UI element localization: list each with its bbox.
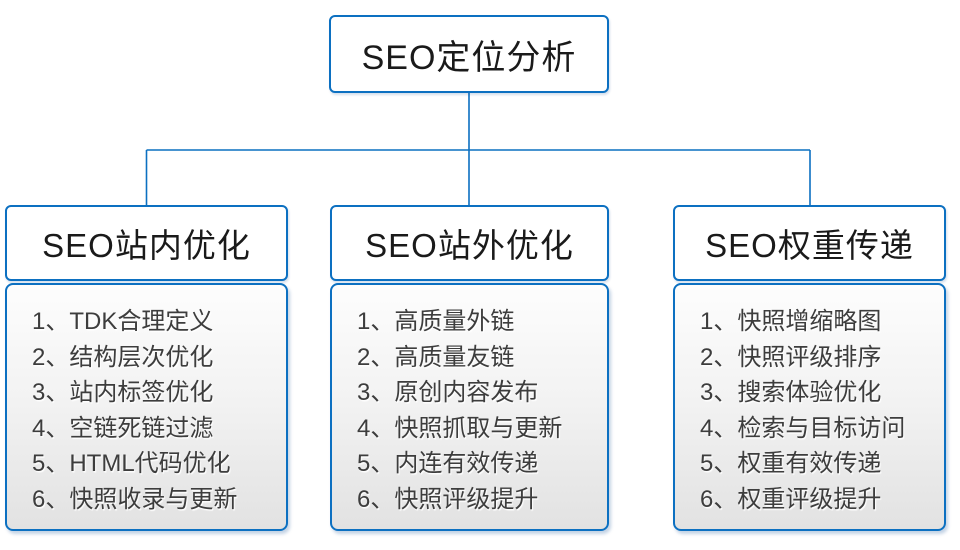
column-title: SEO权重传递 (705, 227, 914, 264)
list-item: 6、快照评级提升 (357, 485, 539, 513)
list-item: 2、高质量友链 (357, 343, 515, 371)
list-item: 3、原创内容发布 (357, 379, 539, 406)
root-node-label: SEO定位分析 (361, 38, 577, 77)
column-title: SEO站内优化 (42, 227, 251, 264)
list-item: 1、TDK合理定义 (32, 308, 214, 335)
column-header-onsite: SEO站内优化 (5, 205, 288, 281)
column-header-weight: SEO权重传递 (673, 205, 946, 281)
list-item: 2、结构层次优化 (32, 343, 214, 371)
list-item: 6、权重评级提升 (700, 485, 882, 513)
tree-connector-path (145, 93, 811, 206)
column-offsite-optimization: SEO站外优化 1、高质量外链 2、高质量友链 3、原创内容发布 4、快照抓取与… (330, 205, 609, 531)
column-weight-transfer: SEO权重传递 1、快照增缩略图 2、快照评级排序 3、搜索体验优化 4、检索与… (673, 205, 946, 531)
list-item: 2、快照评级排序 (700, 343, 882, 371)
list-item: 4、空链死链过滤 (32, 414, 214, 442)
column-list-weight: 1、快照增缩略图 2、快照评级排序 3、搜索体验优化 4、检索与目标访问 5、权… (673, 283, 946, 531)
list-item: 6、快照收录与更新 (32, 485, 238, 513)
list-item: 4、快照抓取与更新 (357, 414, 563, 442)
list-item: 1、快照增缩略图 (700, 308, 882, 335)
column-list-onsite: 1、TDK合理定义 2、结构层次优化 3、站内标签优化 4、空链死链过滤 5、H… (5, 283, 288, 531)
list-item: 4、检索与目标访问 (700, 414, 906, 442)
list-item: 3、搜索体验优化 (700, 379, 882, 406)
column-header-offsite: SEO站外优化 (330, 205, 609, 281)
list-item: 5、HTML代码优化 (32, 450, 231, 477)
column-onsite-optimization: SEO站内优化 1、TDK合理定义 2、结构层次优化 3、站内标签优化 4、空链… (5, 205, 288, 531)
list-item: 5、权重有效传递 (700, 450, 882, 477)
column-title: SEO站外优化 (365, 227, 574, 264)
list-item: 5、内连有效传递 (357, 450, 539, 477)
list-item: 3、站内标签优化 (32, 379, 214, 406)
list-item: 1、高质量外链 (357, 308, 515, 335)
root-node: SEO定位分析 (329, 15, 609, 93)
column-list-offsite: 1、高质量外链 2、高质量友链 3、原创内容发布 4、快照抓取与更新 5、内连有… (330, 283, 609, 531)
